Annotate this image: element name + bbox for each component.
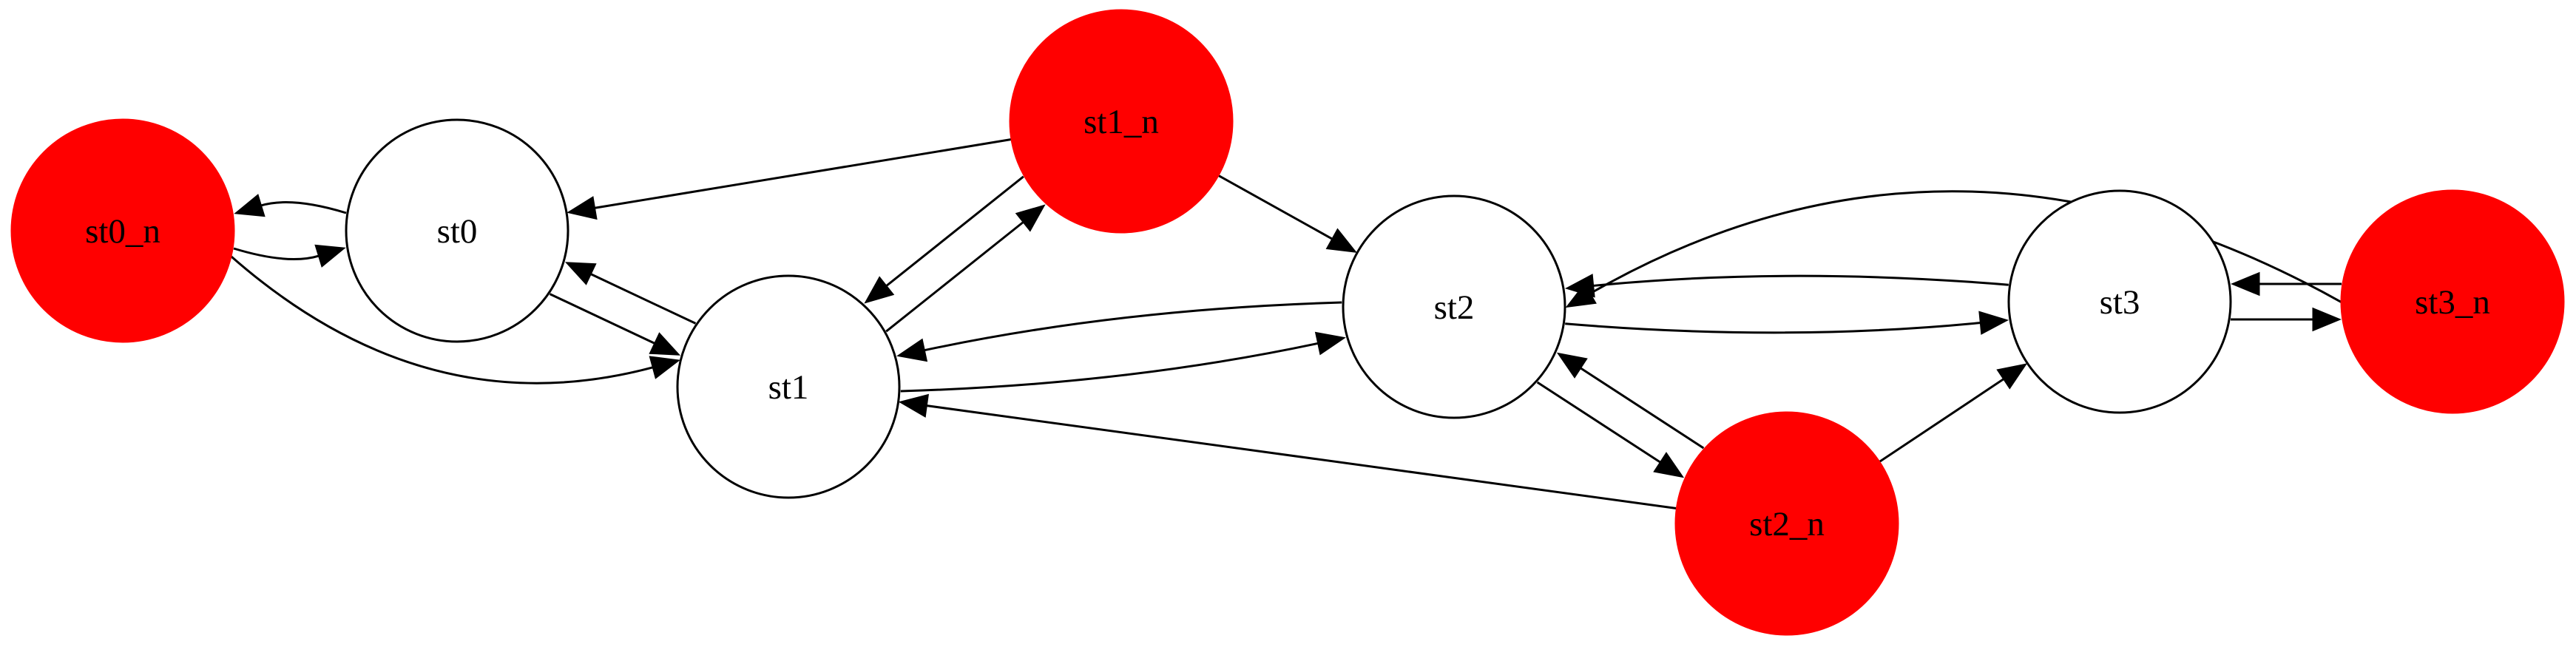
node-label: st2	[1434, 288, 1475, 327]
node-st3_n: st3_n	[2340, 189, 2565, 414]
edge-line	[233, 247, 320, 260]
node-st1_n: st1_n	[1009, 9, 1234, 234]
edge-line	[885, 220, 1024, 333]
arrowhead-icon	[564, 262, 597, 285]
node-circle	[1342, 194, 1566, 419]
arrowhead-icon	[1565, 282, 1597, 308]
node-st0_n: st0_n	[10, 118, 235, 343]
node-circle	[10, 118, 235, 343]
edge-line	[1579, 367, 1705, 450]
edge-line	[923, 301, 1342, 352]
arrowhead-icon	[2231, 271, 2260, 297]
edge-line	[549, 293, 656, 345]
arrowhead-icon	[1996, 363, 2028, 390]
node-label: st0	[437, 212, 478, 251]
edge-st1_n-to-st1	[864, 175, 1024, 304]
node-st2: st2	[1342, 194, 1566, 419]
edge-st3-to-st3_n	[2230, 307, 2342, 332]
arrowhead-icon	[314, 244, 346, 268]
edge-st1_n-to-st0	[567, 138, 1013, 220]
arrowhead-icon	[649, 332, 681, 356]
node-circle	[2007, 189, 2232, 414]
edge-line	[594, 138, 1013, 209]
node-label: st1_n	[1084, 103, 1159, 141]
edge-line	[1592, 274, 2009, 287]
node-circle	[345, 118, 569, 343]
edge-st2-to-st2_n	[1536, 381, 1685, 478]
edge-st2_n-to-st3	[1878, 363, 2028, 464]
edge-line	[885, 175, 1024, 288]
node-circle	[1674, 411, 1899, 636]
edge-line	[1217, 174, 1333, 240]
arrowhead-icon	[1325, 228, 1357, 253]
node-label: st2_n	[1749, 505, 1825, 543]
arrowhead-icon	[1314, 331, 1346, 356]
edge-line	[1878, 378, 2005, 464]
edge-st1_n-to-st2	[1217, 174, 1357, 253]
edge-line	[230, 255, 654, 385]
nodes-layer: st0_n st0 st1 st1_n st2 st2_n st3 st3_n	[10, 9, 2565, 636]
arrowhead-icon	[1556, 352, 1588, 379]
node-st2_n: st2_n	[1674, 411, 1899, 636]
edge-st2_n-to-st1	[898, 393, 1677, 510]
edge-st0-to-st1	[549, 293, 681, 356]
arrowhead-icon	[649, 356, 680, 379]
edges-layer	[230, 138, 2342, 510]
edge-st0-to-st0_n	[234, 194, 347, 217]
edge-line	[1565, 322, 1981, 334]
edge-line	[900, 342, 1319, 393]
arrowhead-icon	[567, 196, 598, 220]
edge-st3_n-to-st3	[2231, 271, 2342, 297]
edge-st2-to-st1	[896, 301, 1342, 362]
node-circle	[1009, 9, 1234, 234]
node-label: st3	[2100, 283, 2140, 322]
edge-line	[589, 273, 697, 325]
edge-st1-to-st0	[564, 262, 697, 325]
edge-st0_n-to-st0	[233, 244, 346, 268]
edge-st2-to-st3	[1565, 311, 2009, 335]
edge-line	[260, 201, 347, 214]
node-label: st0_n	[85, 212, 160, 251]
arrowhead-icon	[1015, 204, 1046, 232]
edge-line	[926, 404, 1677, 510]
node-label: st1	[768, 368, 809, 407]
edge-st1-to-st1_n	[885, 204, 1046, 333]
edge-st2_n-to-st2	[1556, 352, 1705, 450]
edge-line	[1536, 381, 1662, 464]
edge-st3-to-st2	[1564, 274, 2009, 298]
arrowhead-icon	[896, 338, 928, 362]
arrowhead-icon	[1653, 452, 1685, 478]
arrowhead-icon	[1978, 311, 2009, 335]
node-circle	[676, 274, 901, 499]
edge-st3_n-to-st2	[1565, 190, 2342, 308]
node-st0: st0	[345, 118, 569, 343]
arrowhead-icon	[864, 276, 895, 304]
node-circle	[2340, 189, 2565, 414]
arrowhead-icon	[898, 393, 929, 418]
arrowhead-icon	[234, 194, 266, 217]
edge-line	[1589, 190, 2342, 304]
edge-st0_n-to-st1	[230, 255, 680, 385]
node-st3: st3	[2007, 189, 2232, 414]
edge-st1-to-st2	[900, 331, 1346, 393]
node-st1: st1	[676, 274, 901, 499]
node-label: st3_n	[2415, 283, 2490, 322]
arrowhead-icon	[2312, 307, 2342, 332]
